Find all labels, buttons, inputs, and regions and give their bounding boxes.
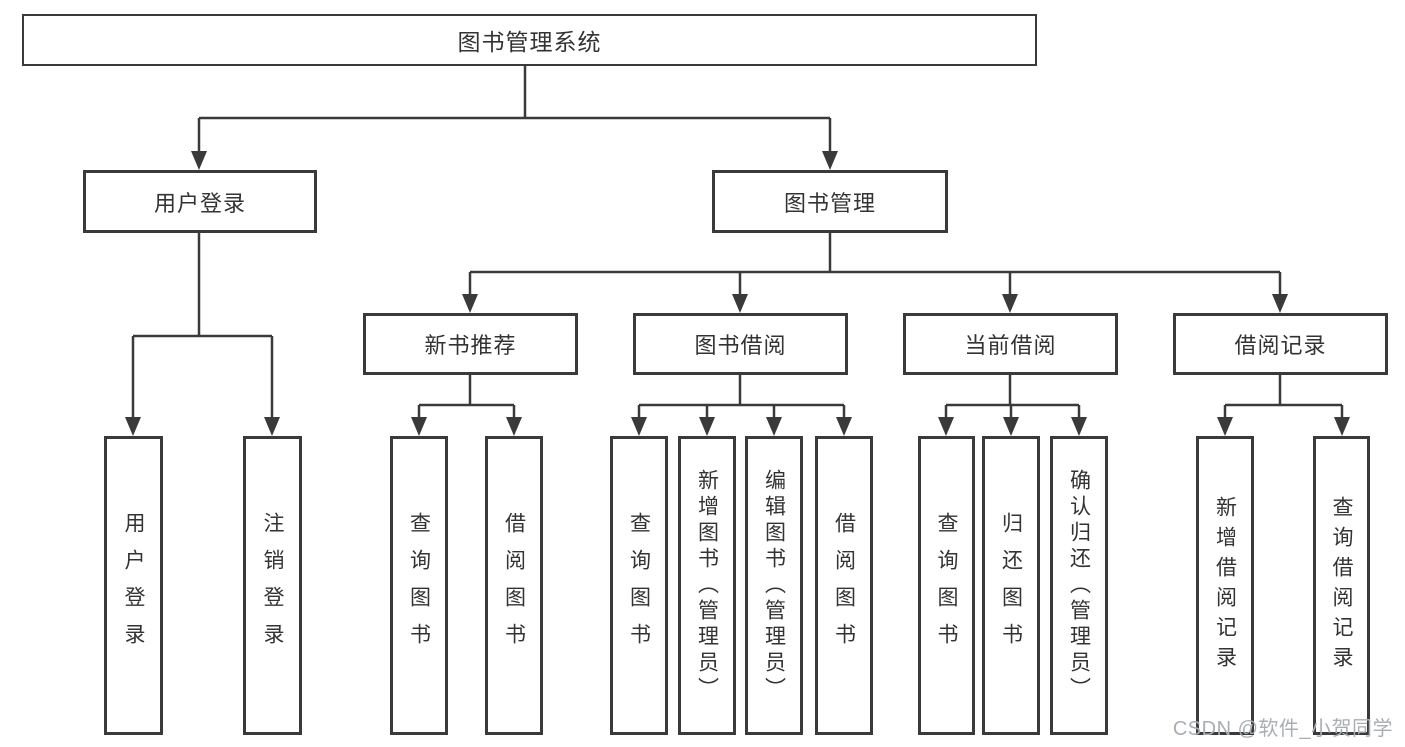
arrow-down-icon	[1071, 417, 1087, 436]
node-search-books-current: 查询图书	[918, 436, 975, 735]
node-borrow-books: 借阅图书	[815, 436, 873, 735]
node-add-book-admin: 新增图书（管理员）	[678, 436, 736, 735]
node-book-management: 图书管理	[712, 170, 948, 233]
node-confirm-return-admin: 确认归还（管理员）	[1050, 436, 1108, 735]
node-new-book-recommend: 新书推荐	[363, 313, 578, 375]
arrow-down-icon	[631, 417, 647, 436]
csdn-watermark: CSDN @软件_小贺同学	[1172, 718, 1393, 740]
arrowhead-icons	[125, 151, 1350, 436]
node-root: 图书管理系统	[22, 14, 1037, 66]
node-borrow-books-recommend: 借阅图书	[485, 436, 543, 735]
arrow-down-icon	[1002, 294, 1018, 313]
arrow-down-icon	[125, 417, 141, 436]
arrow-down-icon	[732, 294, 748, 313]
node-book-borrow: 图书借阅	[633, 313, 848, 375]
arrow-down-icon	[1272, 294, 1288, 313]
arrow-down-icon	[766, 417, 782, 436]
arrow-down-icon	[191, 151, 207, 170]
arrow-down-icon	[1003, 417, 1019, 436]
node-user-login: 用户登录	[104, 436, 163, 735]
arrow-down-icon	[411, 417, 427, 436]
arrow-down-icon	[1334, 417, 1350, 436]
node-return-book: 归还图书	[982, 436, 1040, 735]
arrow-down-icon	[938, 417, 954, 436]
node-borrow-records: 借阅记录	[1173, 313, 1388, 375]
node-search-books-recommend: 查询图书	[390, 436, 448, 735]
node-add-borrow-record: 新增借阅记录	[1196, 436, 1254, 735]
node-logout: 注销登录	[243, 436, 302, 735]
tree-connector-path	[131, 66, 1344, 418]
node-user-login-group: 用户登录	[83, 170, 317, 233]
arrow-down-icon	[836, 417, 852, 436]
arrow-down-icon	[506, 417, 522, 436]
node-search-books-borrow: 查询图书	[610, 436, 668, 735]
node-edit-book-admin: 编辑图书（管理员）	[745, 436, 803, 735]
arrow-down-icon	[462, 294, 478, 313]
arrow-down-icon	[1217, 417, 1233, 436]
arrow-down-icon	[264, 417, 280, 436]
node-search-borrow-record: 查询借阅记录	[1313, 436, 1370, 735]
arrow-down-icon	[699, 417, 715, 436]
arrow-down-icon	[822, 151, 838, 170]
node-current-borrow: 当前借阅	[903, 313, 1118, 375]
